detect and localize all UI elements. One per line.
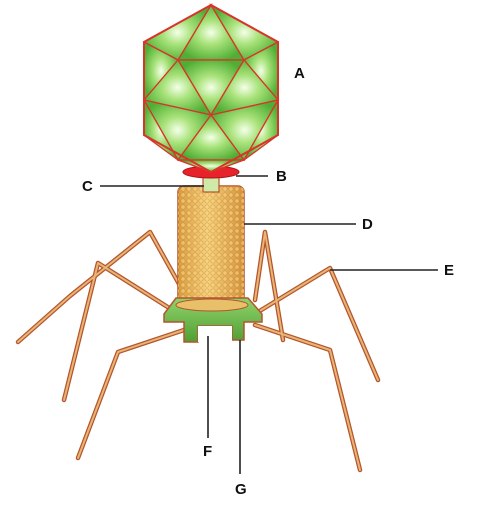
label-d: D (362, 216, 373, 233)
tail-fiber-left-back (18, 232, 188, 342)
capsid-head (144, 5, 278, 172)
label-g: G (235, 481, 247, 498)
tail-fiber-right-back (255, 232, 283, 340)
label-f: F (203, 443, 212, 460)
base-plate (164, 298, 262, 342)
label-a: A (294, 65, 305, 82)
tail-fiber-right-low (255, 325, 360, 470)
tail-sheath (178, 186, 244, 304)
label-b: B (276, 168, 287, 185)
label-c: C (82, 178, 93, 195)
leader-lines (100, 176, 438, 474)
label-e: E (444, 262, 454, 279)
